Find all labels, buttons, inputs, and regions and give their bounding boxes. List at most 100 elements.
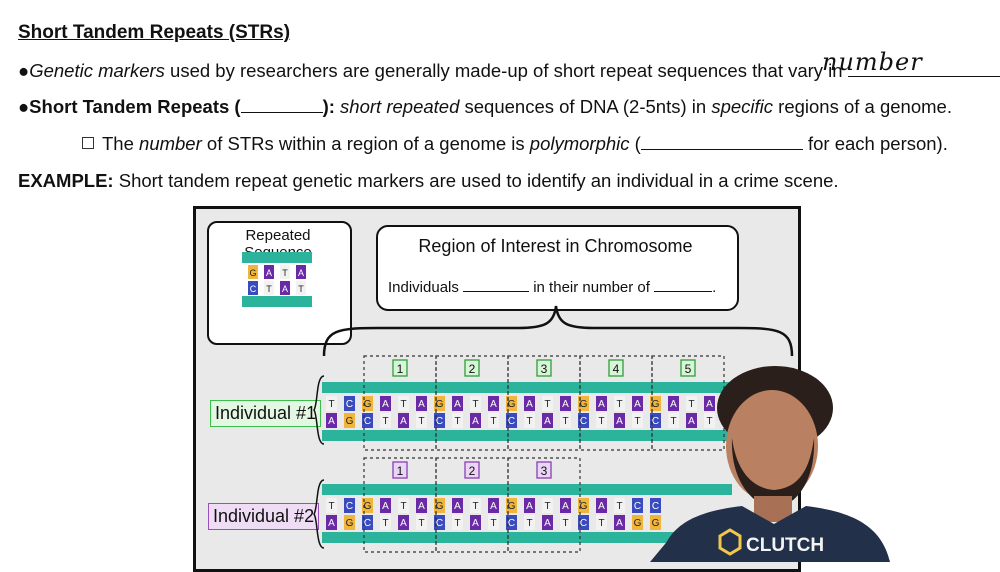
base-tile (470, 515, 481, 530)
base-letter: T (266, 284, 272, 294)
answer-blank-3 (640, 135, 803, 150)
base-letter: A (328, 416, 335, 427)
base-letter: G (364, 501, 372, 512)
base-tile (362, 498, 373, 513)
base-letter: A (598, 399, 605, 410)
base-tile (596, 498, 607, 513)
base-tile (488, 396, 499, 411)
repeat-number: 1 (397, 362, 404, 376)
repeat-region-box (363, 355, 437, 451)
base-tile (506, 515, 517, 530)
base-letter: A (418, 399, 425, 410)
base-tile (416, 413, 427, 428)
base-letter: T (562, 416, 568, 427)
base-tile (650, 413, 661, 428)
base-letter: A (688, 416, 695, 427)
base-letter: A (526, 399, 533, 410)
base-letter: G (346, 416, 354, 427)
base-tile (470, 498, 481, 513)
strand-top (242, 252, 312, 263)
base-tile (650, 515, 661, 530)
base-tile (668, 413, 679, 428)
base-letter: C (436, 416, 443, 427)
base-tile (506, 413, 517, 428)
base-tile (524, 413, 535, 428)
base-tile (596, 396, 607, 411)
base-tile (280, 281, 290, 295)
repeat-number-box (680, 359, 696, 377)
base-tile (434, 515, 445, 530)
base-letter: A (616, 416, 623, 427)
repeat-number: 1 (397, 464, 404, 478)
base-tile (488, 515, 499, 530)
base-letter: G (652, 399, 660, 410)
base-letter: C (580, 416, 587, 427)
base-tile (398, 515, 409, 530)
repeat-number-box (536, 359, 552, 377)
presenter-video-overlay: CLUTCH (650, 366, 890, 562)
base-tile (452, 396, 463, 411)
base-letter: T (454, 416, 460, 427)
base-tile (704, 413, 715, 428)
base-tile (344, 396, 355, 411)
repeat-number-box (536, 461, 552, 479)
base-tile (686, 396, 697, 411)
base-letter: T (382, 416, 388, 427)
bullet-str-definition: ●Short Tandem Repeats (): short repeated… (18, 96, 952, 117)
base-tile (596, 413, 607, 428)
region-of-interest-box (376, 225, 739, 311)
base-letter: T (472, 399, 478, 410)
curly-brace-icon (322, 305, 794, 357)
base-tile (524, 515, 535, 530)
base-tile (470, 413, 481, 428)
base-tile (398, 498, 409, 513)
base-tile (248, 265, 258, 279)
bullet-genetic-markers: ●Genetic markers used by researchers are… (18, 60, 1000, 82)
base-tile (578, 413, 589, 428)
handwritten-answer: number (822, 48, 923, 76)
repeat-region-box (507, 355, 581, 451)
base-tile (524, 396, 535, 411)
base-tile (470, 396, 481, 411)
base-letter: T (472, 501, 478, 512)
base-letter: A (266, 268, 272, 278)
base-tile (326, 413, 337, 428)
base-letter: T (400, 399, 406, 410)
base-letter: A (472, 416, 479, 427)
base-letter: A (562, 399, 569, 410)
base-tile (296, 281, 306, 295)
repeat-number-box (464, 359, 480, 377)
base-letter: T (418, 518, 424, 529)
base-letter: T (328, 399, 334, 410)
base-tile (416, 515, 427, 530)
base-letter: A (382, 501, 389, 512)
base-letter: T (282, 268, 288, 278)
base-tile (362, 413, 373, 428)
base-tile (542, 396, 553, 411)
base-letter: T (490, 416, 496, 427)
base-letter: T (526, 518, 532, 529)
base-tile (542, 515, 553, 530)
repeated-sequence-box (207, 221, 352, 345)
base-letter: T (616, 399, 622, 410)
base-letter: C (346, 399, 353, 410)
base-letter: C (508, 416, 515, 427)
base-letter: G (634, 518, 642, 529)
base-letter: A (544, 518, 551, 529)
base-letter: G (436, 399, 444, 410)
base-letter: T (544, 501, 550, 512)
repeat-number: 3 (541, 464, 548, 478)
base-letter: T (706, 416, 712, 427)
base-letter: G (249, 268, 256, 278)
base-tile (452, 515, 463, 530)
base-tile (344, 498, 355, 513)
example-line: EXAMPLE: Short tandem repeat genetic mar… (18, 170, 839, 191)
base-tile (704, 396, 715, 411)
base-tile (416, 396, 427, 411)
base-letter: G (580, 501, 588, 512)
base-tile (632, 396, 643, 411)
base-letter: C (508, 518, 515, 529)
base-letter: A (526, 501, 533, 512)
